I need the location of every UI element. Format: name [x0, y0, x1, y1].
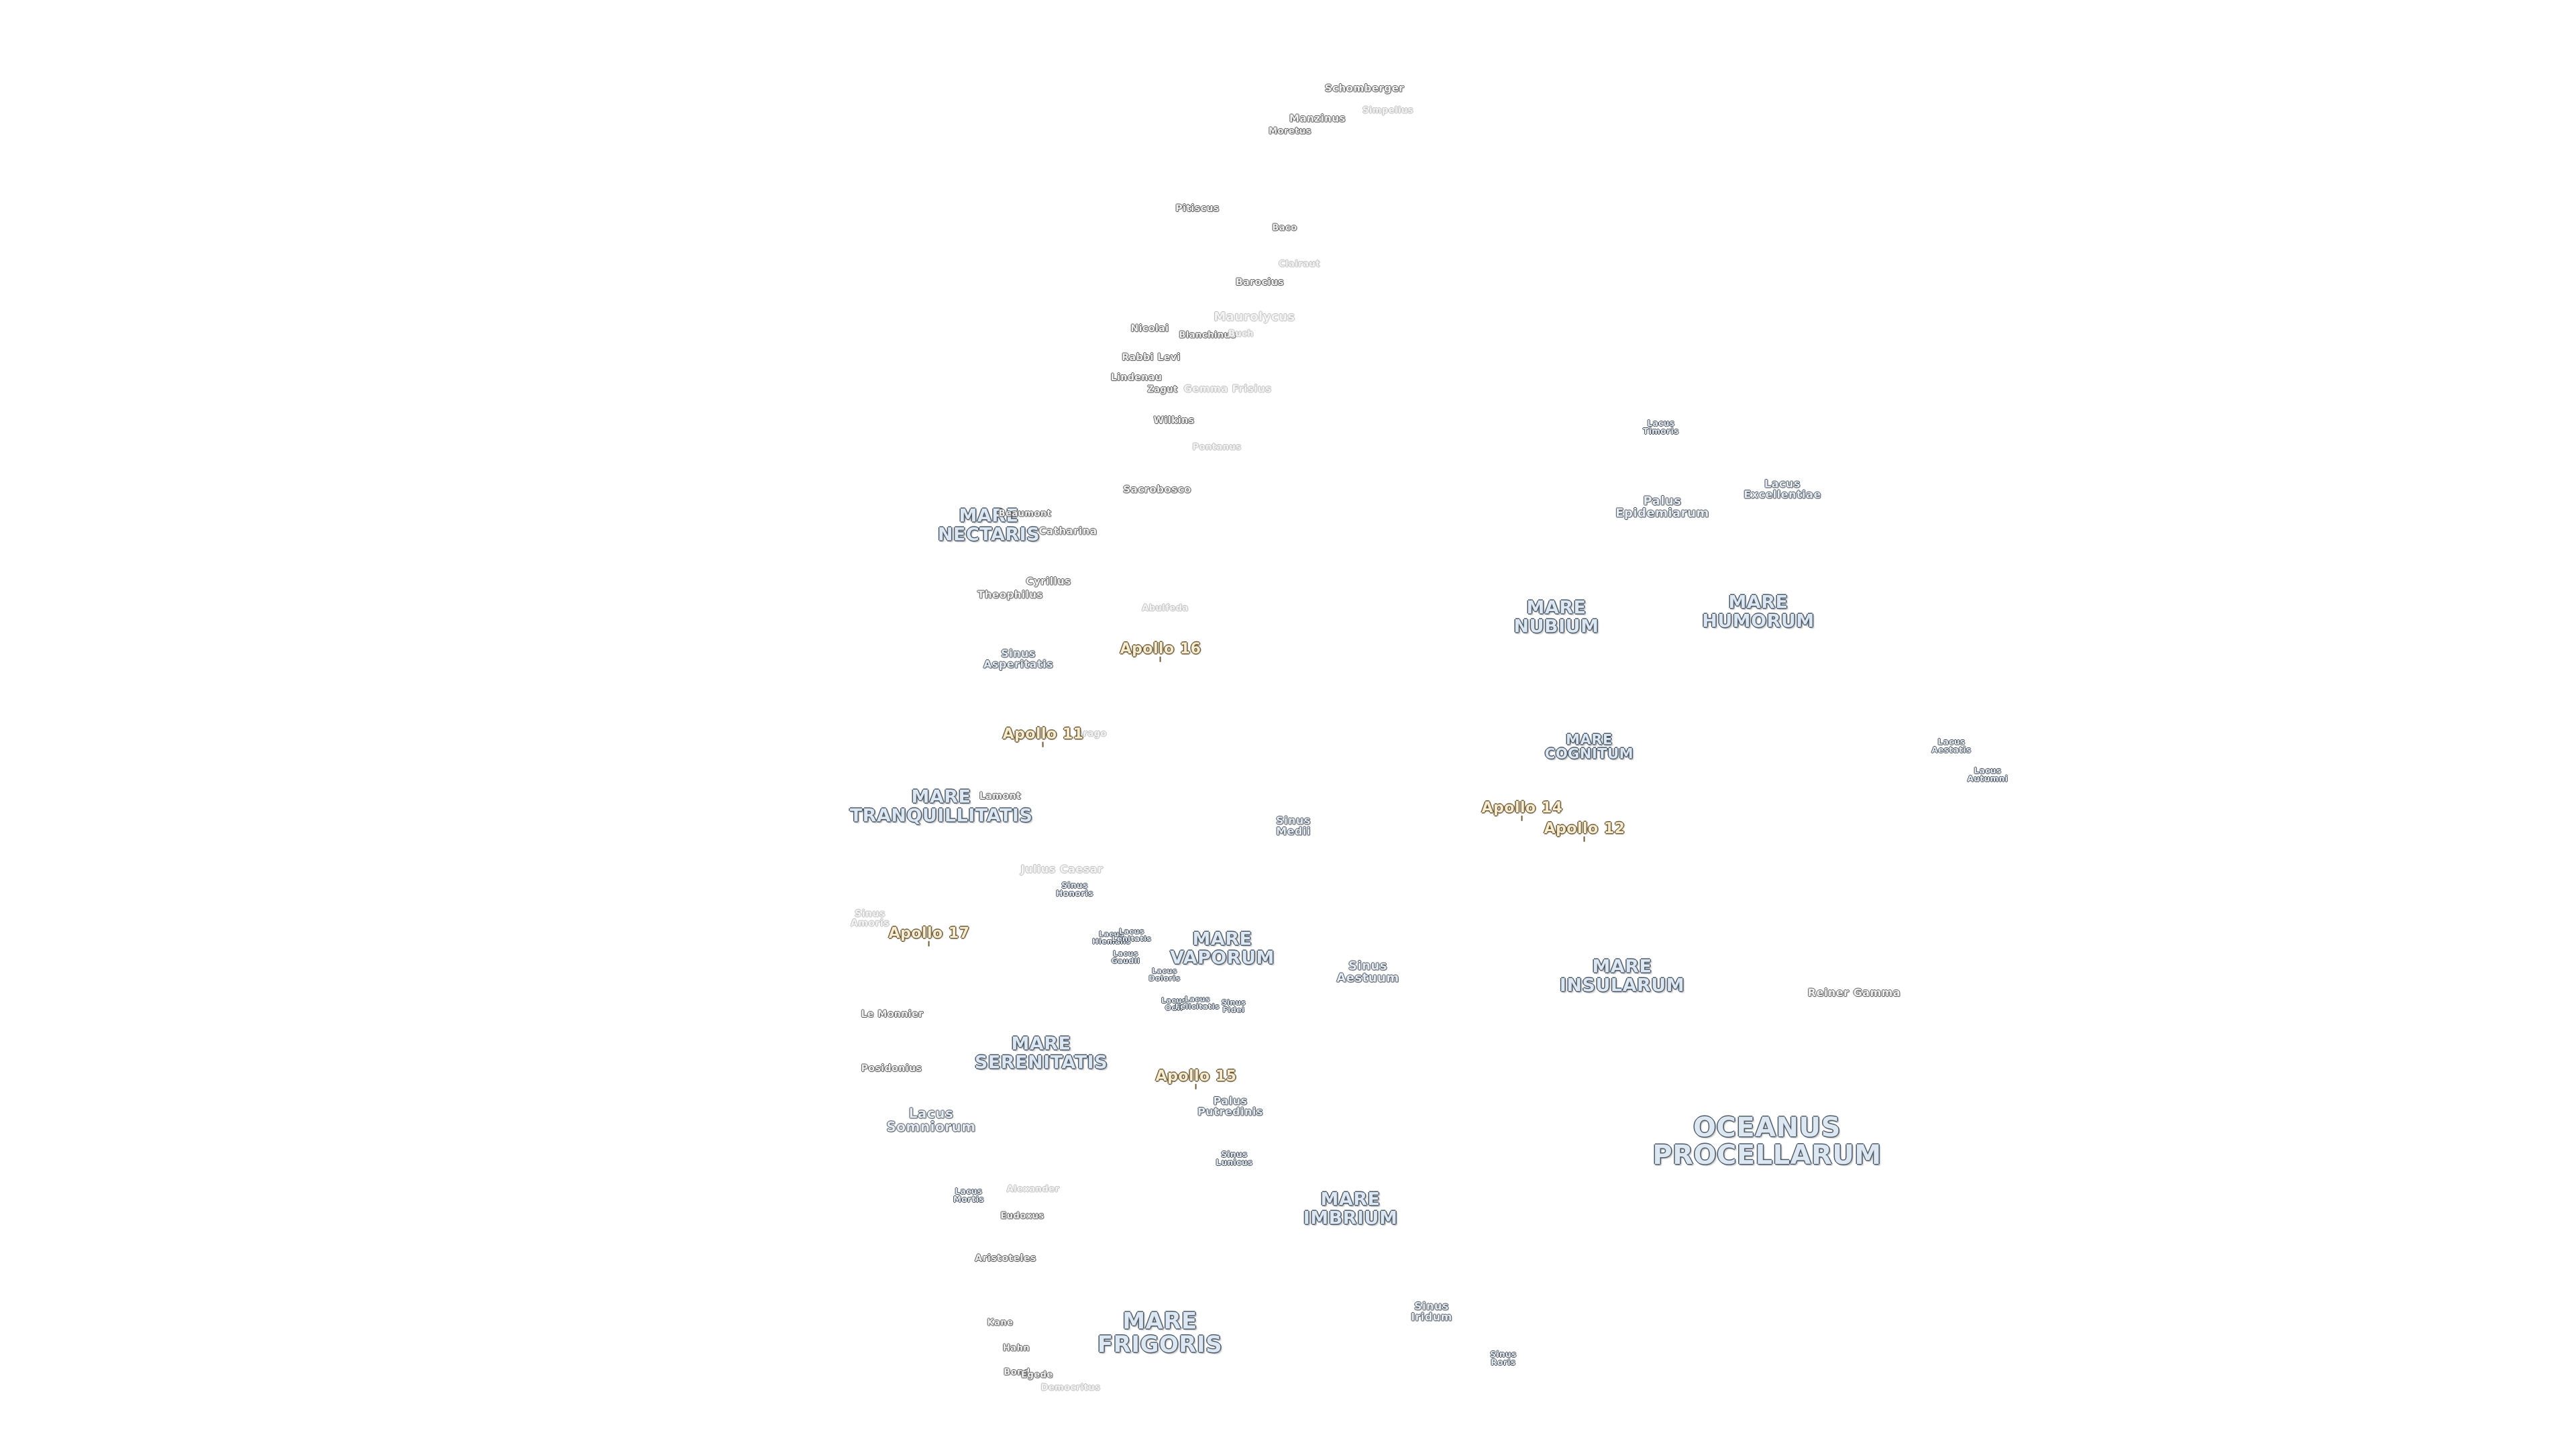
lacus-hiemalis-label: Lacus Hiemalis	[1092, 929, 1131, 946]
mare-tranquillitatis-label: MARE TRANQUILLITATIS	[849, 786, 1033, 826]
crater-arago-label: Arago	[1076, 729, 1107, 739]
crater-zagut-label: Zagut	[1147, 384, 1178, 395]
crater-egede-label: Egede	[1021, 1370, 1053, 1381]
crater-le-monnier-label: Le Monnier	[861, 1008, 924, 1020]
sinus-medii-label: Sinus Medii	[1276, 814, 1311, 838]
mare-humorum-label: MARE HUMORUM	[1702, 592, 1815, 631]
sinus-aestuum-label: Sinus Aestuum	[1336, 959, 1399, 985]
crater-nicolai-label: Nicolai	[1130, 323, 1169, 334]
palus-epidemiarum-label: Palus Epidemiarum	[1615, 494, 1709, 521]
lacus-excellentiae-label: Lacus Excellentiae	[1743, 477, 1821, 501]
crater-wilkins-label: Wilkins	[1153, 415, 1195, 426]
mare-nubium-label: MARE NUBIUM	[1513, 597, 1599, 637]
crater-pitiscus-label: Pitiscus	[1175, 203, 1220, 214]
crater-maurolycus-label: Maurolycus	[1214, 309, 1295, 324]
crater-barocius-label: Barocius	[1235, 276, 1285, 288]
crater-lamont-label: Lamont	[979, 790, 1022, 802]
crater-bond-label: Bond	[1004, 1367, 1030, 1378]
sinus-roris-label: Sinus Roris	[1490, 1349, 1517, 1367]
apollo-16-marker[interactable]: Apollo 16	[1120, 640, 1201, 663]
crater-baco-label: Baco	[1272, 223, 1297, 233]
lacus-timoris-label: Lacus Timoris	[1643, 418, 1679, 436]
mare-cognitum-label: MARE COGNITUM	[1544, 731, 1634, 762]
crater-democritus-label: Democritus	[1040, 1383, 1101, 1393]
lacus-autumni-label: Lacus Autumni	[1967, 765, 2008, 784]
crater-blanchinus-label: Blanchinus	[1179, 330, 1236, 341]
crater-hahn-label: Hahn	[1002, 1343, 1030, 1354]
crater-theophilus-label: Theophilus	[977, 588, 1043, 601]
lacus-felicitatis-label: Lacus Felicitatis	[1175, 994, 1220, 1011]
lacus-gaudii-label: Lacus Gaudii	[1111, 949, 1140, 965]
mare-insularum-label: MARE INSULARUM	[1559, 956, 1685, 996]
crater-manzinus-label: Manzinus	[1289, 112, 1346, 125]
crater-julius-caesar-label: Julius Caesar	[1020, 862, 1104, 875]
crater-cyrillus-label: Cyrillus	[1026, 575, 1071, 588]
apollo-11-marker[interactable]: Apollo 11	[1002, 725, 1084, 748]
crater-gemma-frisius-label: Gemma Frisius	[1183, 382, 1272, 395]
crater-simpelius-label: Simpelius	[1362, 105, 1413, 116]
crater-moretus-label: Moretus	[1269, 126, 1311, 137]
mare-vaporum-label: MARE VAPORUM	[1170, 928, 1275, 968]
mare-serenitatis-label: MARE SERENITATIS	[974, 1033, 1108, 1073]
apollo-12-marker[interactable]: Apollo 12	[1544, 820, 1625, 843]
crater-reiner-gamma-label: Reiner Gamma	[1807, 985, 1901, 999]
crater-posidonius-label: Posidonius	[861, 1063, 922, 1074]
mare-imbrium-label: MARE IMBRIUM	[1303, 1189, 1398, 1228]
crater-sacrobosco-label: Sacrobosco	[1123, 483, 1191, 496]
sinus-iridum-label: Sinus Iridum	[1411, 1299, 1452, 1324]
lacus-somniorum-label: Lacus Somniorum	[886, 1105, 976, 1135]
crater-catharina-label: Catharina	[1038, 525, 1097, 537]
apollo-17-marker[interactable]: Apollo 17	[888, 924, 970, 947]
mare-nectaris-label: MARE NECTARIS	[937, 505, 1040, 545]
crater-eudoxus-label: Eudoxus	[1000, 1211, 1044, 1222]
sinus-honoris-label: Sinus Honoris	[1056, 880, 1093, 898]
apollo-15-marker[interactable]: Apollo 15	[1155, 1067, 1237, 1090]
crater-beaumont-label: Beaumont	[998, 508, 1052, 519]
crater-buch-label: Buch	[1228, 329, 1254, 339]
sinus-lunicus-label: Sinus Lunicus	[1216, 1149, 1253, 1167]
lacus-doloris-label: Lacus Doloris	[1148, 966, 1181, 983]
lacus-aestatis-label: Lacus Aestatis	[1931, 737, 1972, 755]
crater-clairaut-label: Clairaut	[1279, 259, 1320, 270]
lacus-odii-label: Lacus Odii	[1161, 996, 1187, 1012]
lacus-lenitatis-label: Lacus Lenitatis	[1112, 926, 1152, 943]
lacus-mortis-label: Lacus Mortis	[953, 1186, 985, 1204]
apollo-14-marker[interactable]: Apollo 14	[1481, 799, 1563, 822]
crater-aristoteles-label: Aristoteles	[975, 1252, 1036, 1264]
sinus-amoris-label: Sinus Amoris	[850, 908, 890, 929]
sinus-fidei-label: Sinus Fidei	[1221, 998, 1246, 1014]
sinus-asperitatis-label: Sinus Asperitatis	[983, 647, 1054, 671]
crater-alexander-label: Alexander	[1006, 1184, 1060, 1195]
mare-frigoris-label: MARE FRIGORIS	[1097, 1307, 1223, 1358]
crater-rabbi-levi-label: Rabbi Levi	[1122, 352, 1181, 363]
palus-putredinis-label: Palus Putredinis	[1197, 1094, 1263, 1118]
oceanus-procellarum-label: OCEANUS PROCELLARUM	[1652, 1112, 1882, 1171]
crater-abulfeda-label: Abulfeda	[1142, 603, 1189, 614]
crater-lindenau-label: Lindenau	[1110, 372, 1163, 383]
crater-pontanus-label: Pontanus	[1192, 442, 1242, 453]
crater-schomberger-label: Schomberger	[1324, 82, 1405, 95]
crater-kane-label: Kane	[987, 1318, 1014, 1328]
